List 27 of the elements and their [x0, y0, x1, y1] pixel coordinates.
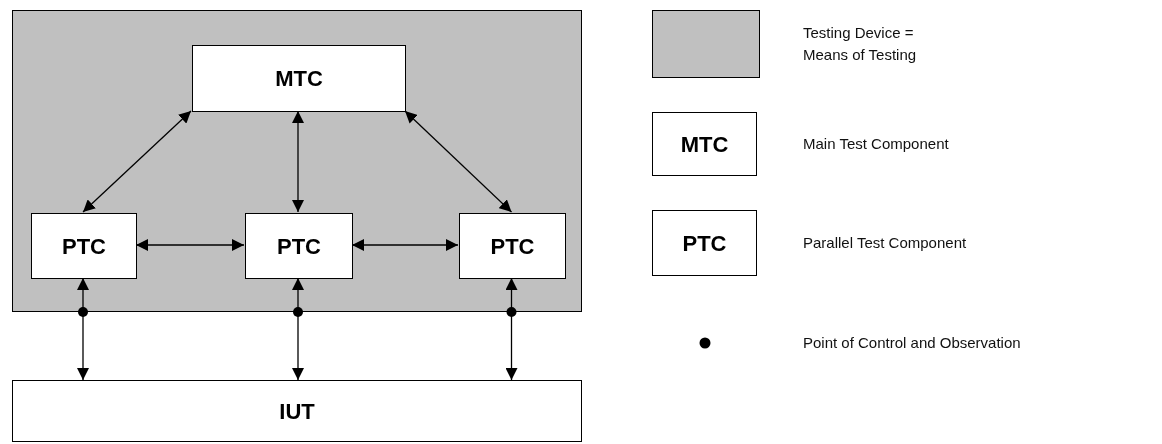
component-box [652, 112, 757, 176]
arrow [505, 277, 518, 381]
arrow [404, 110, 513, 213]
arrow [77, 277, 89, 381]
component-box [31, 213, 137, 279]
arrow [292, 110, 304, 213]
component-box [12, 380, 582, 442]
component-label: MTC [275, 65, 323, 93]
legend-label: Main Test Component [803, 134, 950, 154]
component-box [245, 213, 353, 279]
component-box [652, 210, 757, 276]
legend-label: Testing Device = Means of Testing [803, 23, 918, 65]
component-label: IUT [279, 397, 315, 426]
arrow [292, 277, 304, 381]
testing-device-area [12, 10, 582, 312]
component-label: PTC [490, 232, 535, 261]
component-box [459, 213, 566, 279]
component-label: PTC [62, 232, 106, 261]
legend-label: Parallel Test Component [803, 233, 968, 253]
component-label: PTC [682, 229, 727, 258]
arrow [351, 239, 459, 251]
arrow [82, 110, 192, 213]
component-box [192, 45, 406, 112]
arrow [135, 239, 245, 251]
component-label: PTC [277, 232, 321, 261]
component-label: MTC [680, 130, 729, 159]
legend-label: Point of Control and Observation [803, 333, 1022, 353]
